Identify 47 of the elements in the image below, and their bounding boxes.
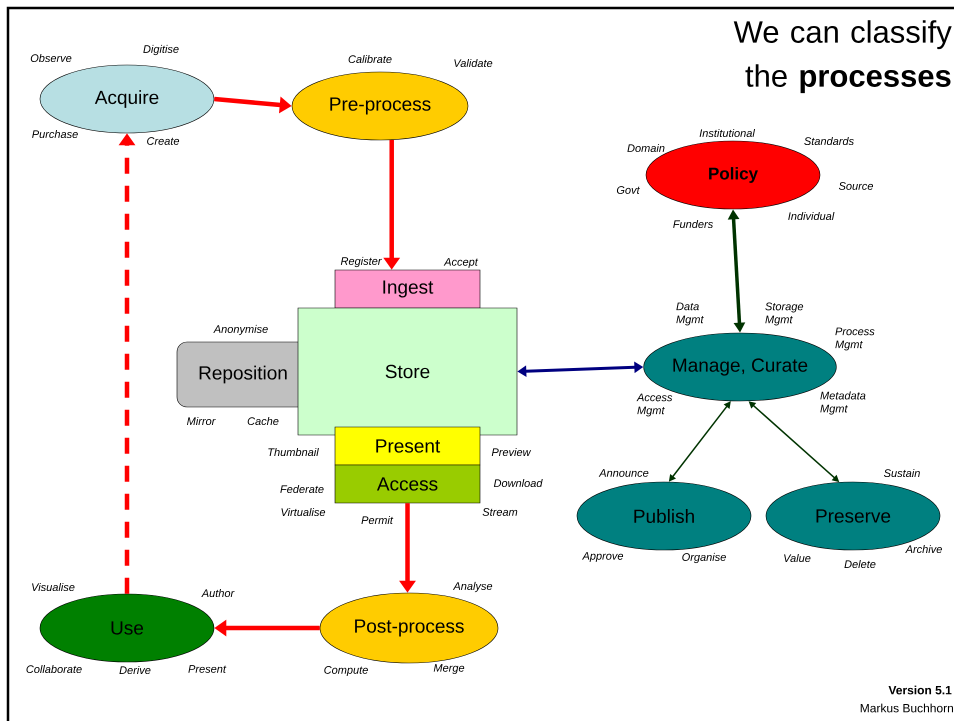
annotation-label: Present [188,665,226,673]
annotation-label: Storage Mgmt [765,302,804,326]
annotation-label: Permit [361,516,394,524]
annotation-label: Approve [582,552,624,562]
annotation-label: Data Mgmt [676,302,704,326]
annotation-label: Cache [248,416,278,426]
annotation-label: Sustain [884,468,920,478]
annotation-label: Download [494,478,543,488]
annotation-label: Federate [280,484,324,494]
annotation-label: Process Mgmt [835,328,874,350]
annotation-label: Announce [598,469,648,477]
annotation-label: Anonymise [213,324,268,336]
process-box: Store [298,308,518,436]
process-box: Reposition [176,342,310,408]
annotation-label: Compute [324,666,368,676]
annotation-label: Collaborate [26,664,82,674]
annotation-label: Validate [454,58,492,68]
annotation-label: Source [838,182,874,190]
annotation-label: Virtualise [281,508,326,516]
annotation-label: Delete [844,560,876,568]
annotation-label: Preview [492,448,532,456]
annotation-label: Thumbnail [268,448,319,456]
annotation-label: Individual [788,212,834,220]
annotation-label: Organise [682,552,726,564]
process-box: Ingest [334,270,480,308]
annotation-label: Create [147,137,180,145]
annotation-label: Stream [482,508,518,516]
annotation-label: Calibrate [348,54,392,64]
annotation-label: Derive [119,666,150,674]
process-box: Present [334,426,480,466]
annotation-label: Observe [30,54,72,62]
process-box: Access [334,464,480,504]
annotation-label: Accept [444,258,478,268]
annotation-label: Institutional [700,128,756,138]
annotation-label: Mirror [187,416,216,426]
author-label: Markus Buchhorn [860,704,953,712]
version-label: Version 5.1 [888,686,952,694]
annotation-label: Funders [673,220,713,228]
annotation-label: Analyse [452,582,492,592]
annotation-label: Register [340,256,382,268]
annotation-label: Archive [905,544,942,554]
annotation-label: Value [784,554,810,562]
annotation-label: Visualise [32,582,74,592]
title: We can classify the processes [734,20,952,94]
annotation-label: Digitise [143,44,179,56]
annotation-label: Govt [616,186,640,194]
annotation-label: Merge [434,664,464,674]
